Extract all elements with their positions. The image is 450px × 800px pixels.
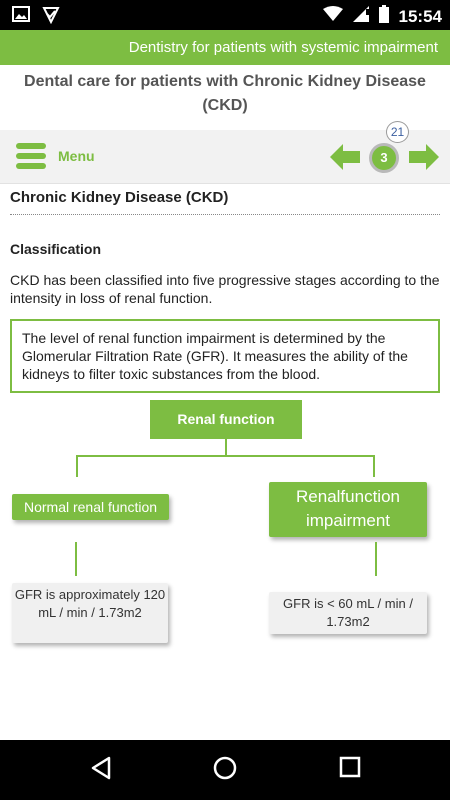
wifi-icon (322, 6, 343, 27)
arrow-left-icon (330, 144, 360, 170)
battery-icon (378, 5, 389, 28)
previous-page-button[interactable] (330, 144, 360, 175)
diagram-node-normal: Normal renal function (12, 494, 169, 520)
connector-line (76, 455, 78, 477)
total-pages-badge: 21 (386, 121, 409, 143)
app-header: Dentistry for patients with systemic imp… (0, 30, 450, 65)
connector-line (75, 542, 77, 576)
status-bar: 15:54 (0, 0, 450, 30)
arrow-right-icon (409, 144, 439, 170)
diagram-root-node: Renal function (150, 400, 302, 439)
image-icon (12, 6, 30, 29)
app-title: Dentistry for patients with systemic imp… (128, 39, 438, 56)
info-box: The level of renal function impairment i… (10, 319, 440, 393)
recents-square-icon (339, 756, 361, 778)
home-button[interactable] (213, 756, 237, 785)
connector-line (76, 455, 375, 457)
page-title: Dental care for patients with Chronic Ki… (24, 73, 426, 114)
back-button[interactable] (90, 756, 112, 785)
clock: 15:54 (398, 6, 442, 26)
intro-text: CKD has been classified into five progre… (10, 272, 440, 306)
menu-label: Menu (58, 148, 95, 164)
diagram-node-impairment: Renalfunction impairment (269, 482, 427, 537)
hamburger-icon (16, 143, 46, 169)
home-circle-icon (213, 756, 237, 780)
connector-line (225, 439, 227, 456)
signal-icon (352, 6, 369, 27)
connector-line (373, 455, 375, 477)
current-page-indicator[interactable]: 3 (369, 143, 399, 173)
menu-button[interactable]: Menu (16, 143, 95, 169)
subheading: Classification (10, 241, 102, 257)
back-triangle-icon (91, 756, 111, 780)
diagram-leaf-impairment: GFR is < 60 mL / min / 1.73m2 (269, 592, 427, 634)
section-title: Chronic Kidney Disease (CKD) (10, 189, 440, 215)
download-check-icon (42, 6, 60, 29)
system-navigation-bar (0, 740, 450, 800)
diagram-leaf-normal: GFR is approximately 120 mL / min / 1.73… (12, 583, 168, 643)
connector-line (375, 542, 377, 576)
next-page-button[interactable] (409, 144, 439, 175)
recents-button[interactable] (339, 756, 361, 783)
